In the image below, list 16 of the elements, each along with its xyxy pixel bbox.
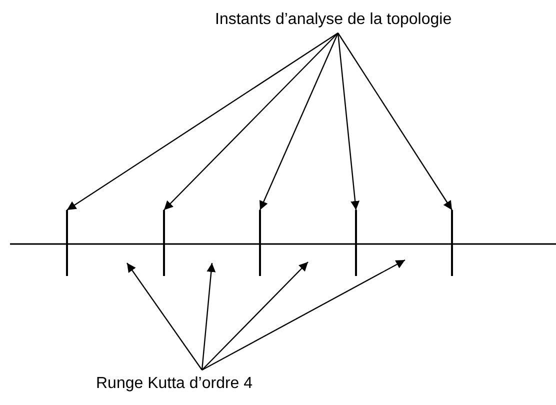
text-label: Runge Kutta d’ordre 4 bbox=[96, 374, 253, 394]
arrow bbox=[66, 32, 338, 210]
tick-mark bbox=[451, 210, 453, 276]
arrow bbox=[201, 262, 216, 370]
arrow bbox=[202, 259, 406, 371]
tick-mark bbox=[355, 210, 357, 276]
arrow bbox=[202, 262, 308, 370]
arrow bbox=[338, 32, 452, 210]
tick-mark bbox=[163, 210, 165, 276]
arrow bbox=[126, 262, 202, 370]
tick-mark bbox=[259, 210, 261, 276]
arrow bbox=[259, 32, 339, 210]
arrow bbox=[164, 32, 338, 210]
arrow bbox=[337, 32, 360, 210]
tick-mark bbox=[66, 210, 68, 276]
text-label: Instants d’analyse de la topologie bbox=[215, 10, 452, 30]
